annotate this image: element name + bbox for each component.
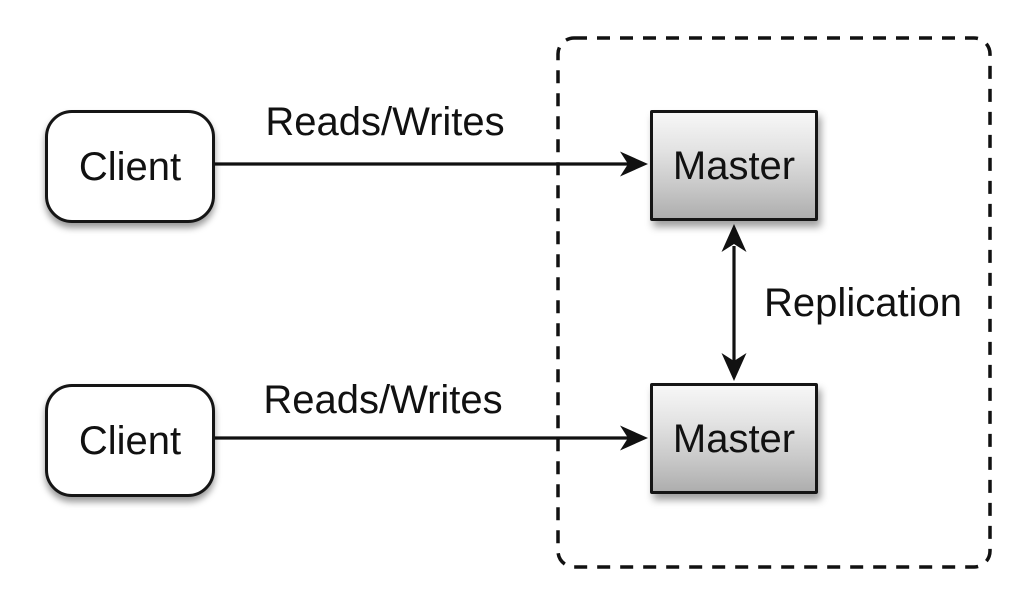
edge-label-reads-writes-bottom: Reads/Writes (263, 378, 503, 422)
node-master-bottom: Master (650, 383, 818, 494)
node-client-bottom-label: Client (78, 418, 182, 463)
node-client-top-label: Client (78, 144, 182, 189)
node-client-bottom: Client (45, 384, 215, 497)
edge-label-replication: Replication (764, 281, 962, 325)
arrowhead-right-icon (620, 151, 648, 177)
node-master-top: Master (650, 110, 818, 221)
edge-label-reads-writes-top: Reads/Writes (265, 100, 505, 144)
replication-arrow (721, 224, 747, 381)
reads-writes-arrow-top (215, 151, 648, 177)
node-master-top-label: Master (672, 143, 796, 188)
node-client-top: Client (45, 110, 215, 223)
arrowhead-right-icon (620, 425, 648, 451)
node-master-bottom-label: Master (672, 416, 796, 461)
arrowhead-up-icon (721, 224, 747, 252)
arrowhead-down-icon (721, 353, 747, 381)
reads-writes-arrow-bottom (215, 425, 648, 451)
